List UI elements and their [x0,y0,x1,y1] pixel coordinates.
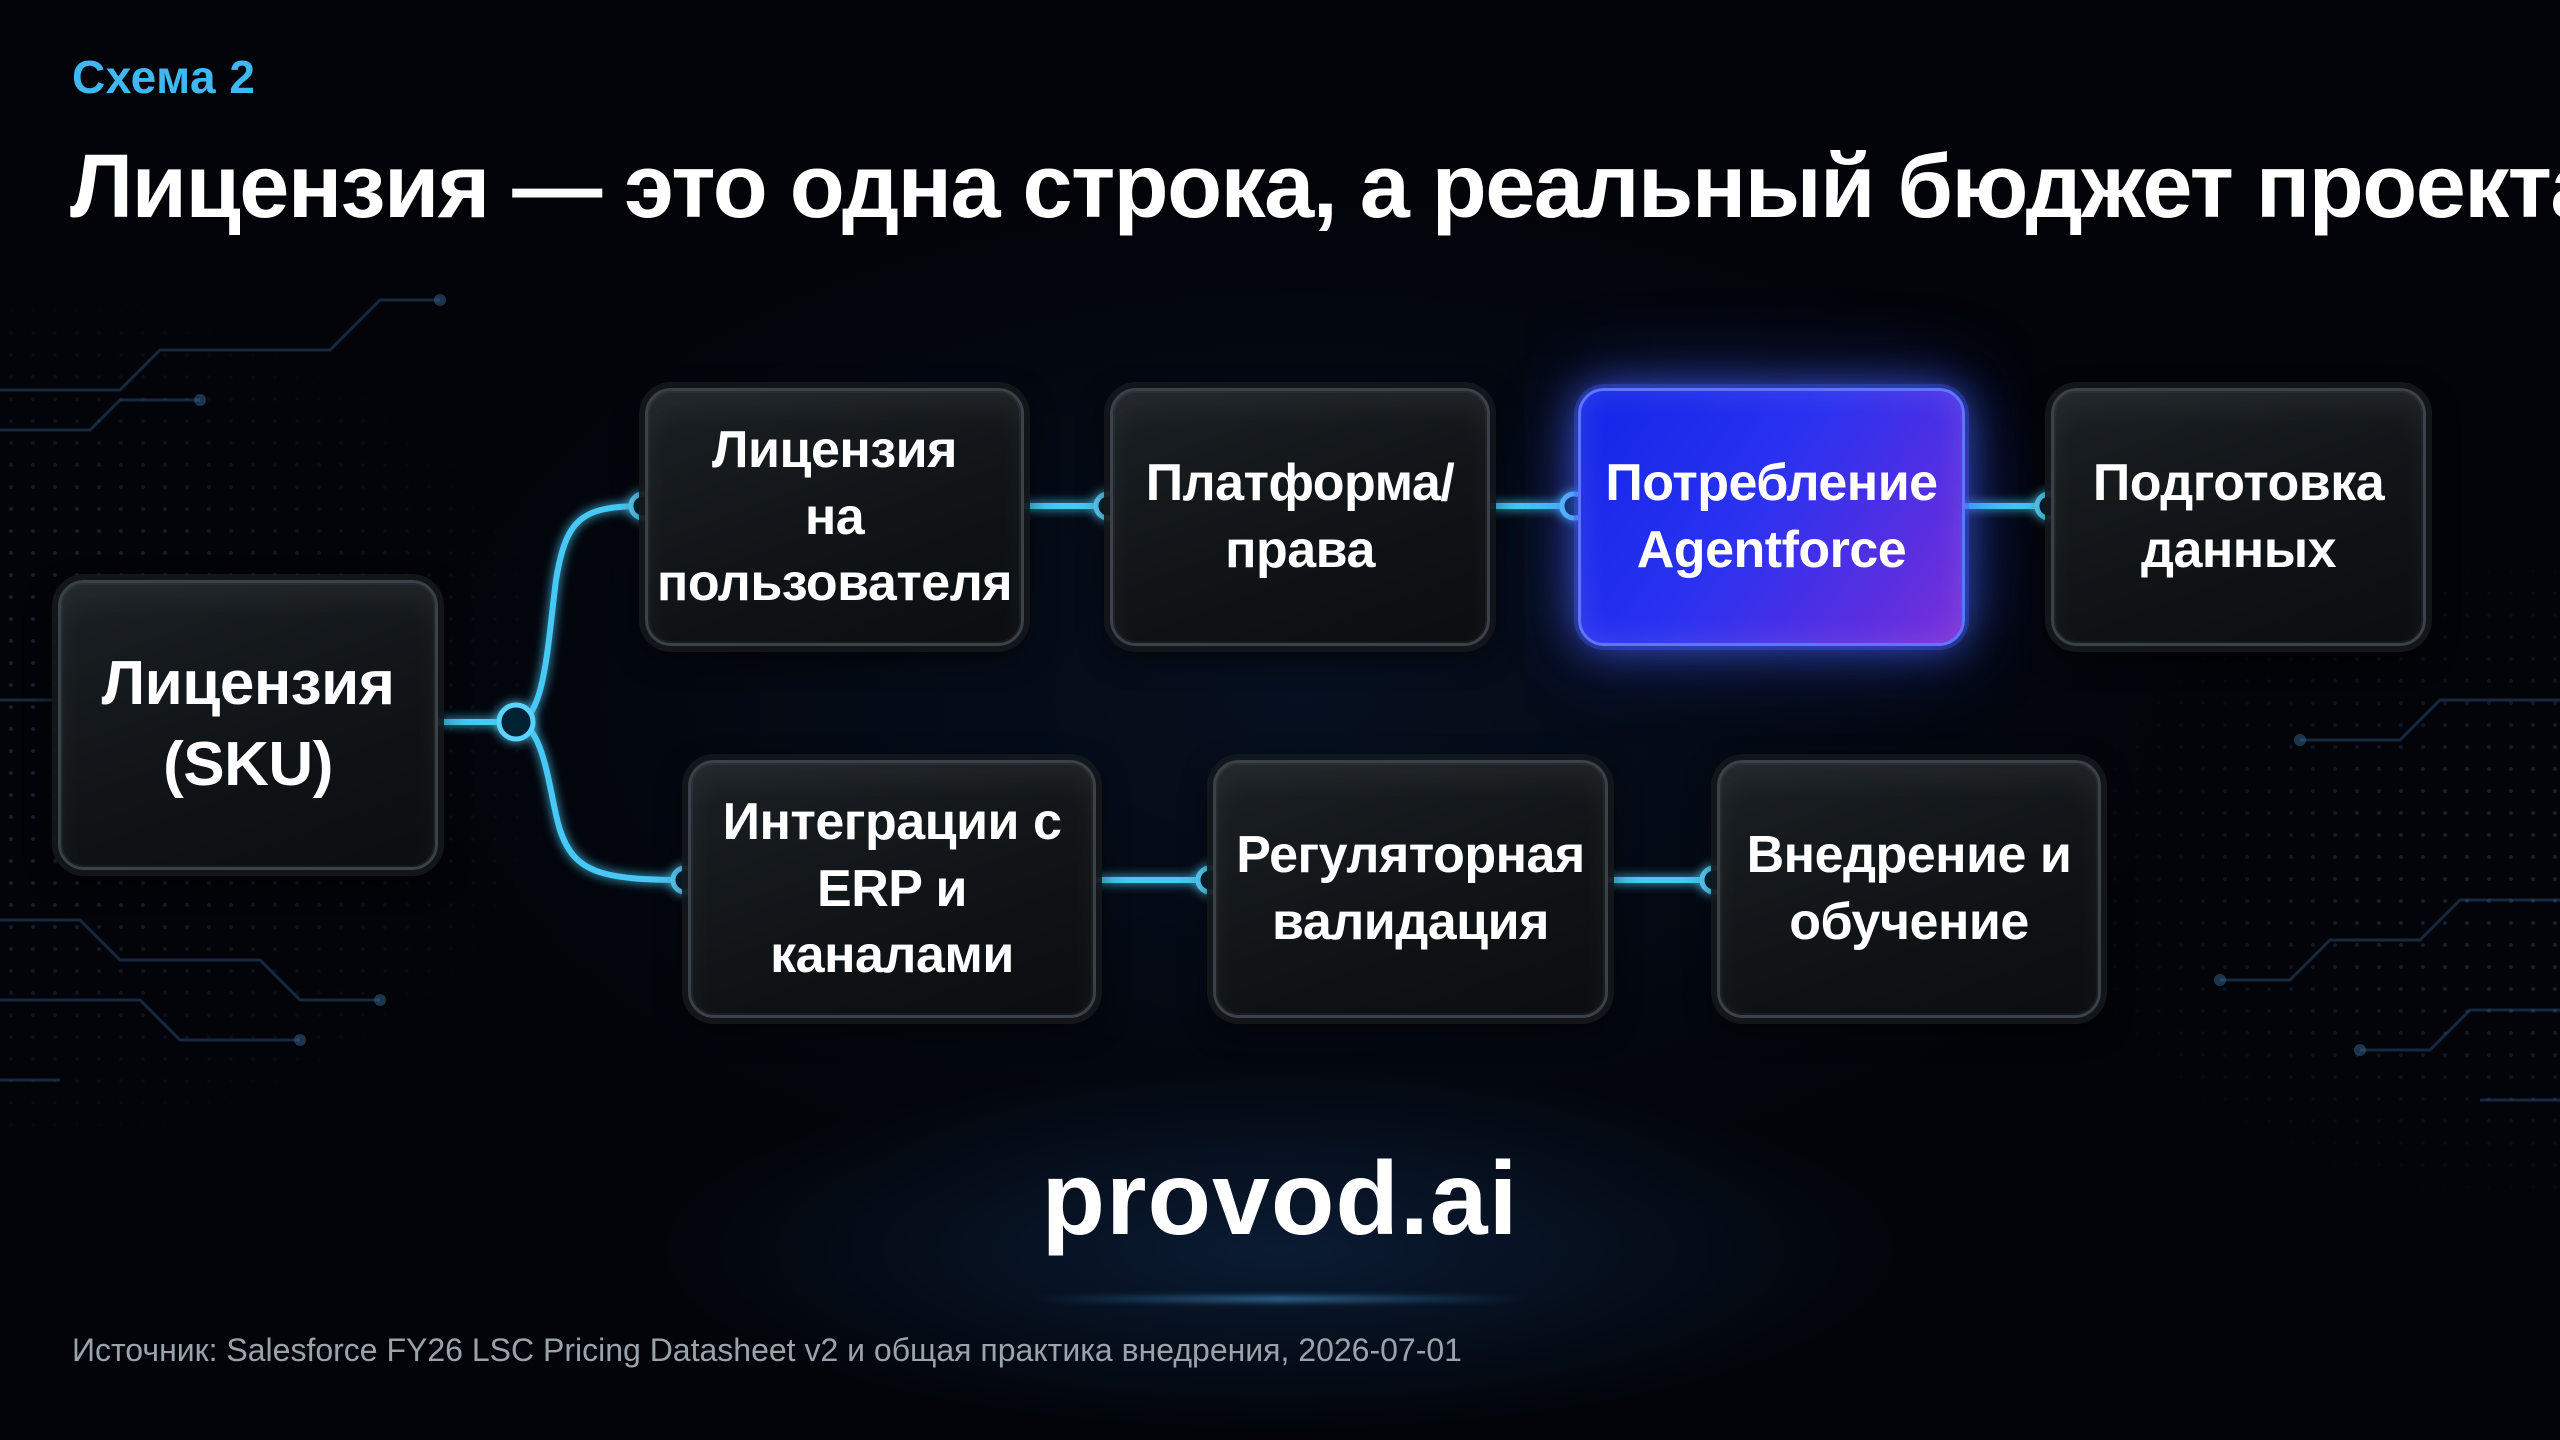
node-erp-integrations: Интеграции с ERP и каналами [688,760,1096,1018]
node-user-license: Лицензия на пользователя [645,388,1024,646]
node-platform-rights: Платформа/ права [1110,388,1490,646]
node-label: Потребление Agentforce [1605,454,1938,579]
node-label: Регуляторная валидация [1236,826,1585,951]
source-note: Источник: Salesforce FY26 LSC Pricing Da… [72,1332,1462,1368]
node-label: Внедрение и обучение [1746,826,2072,951]
node-label: Лицензия на пользователя [656,421,1013,613]
connector-hub-to-top-row [513,503,646,725]
node-label: Платформа/ права [1145,454,1455,579]
node-rollout-training: Внедрение и обучение [1717,760,2101,1018]
brand-logo-text: provod.ai [1041,1141,1519,1257]
junction-hub-dot [496,702,536,742]
node-label: Интеграции с ERP и каналами [722,793,1062,985]
connector-hub-to-bottom-row [513,719,688,883]
brand-underline-glow [1030,1296,1530,1302]
node-agentforce-consumption: Потребление Agentforce [1578,388,1965,646]
node-label: Подготовка данных [2092,454,2385,579]
page-title: Лицензия — это одна строка, а реальный б… [70,137,2560,237]
node-data-preparation: Подготовка данных [2051,388,2426,646]
node-label: Лицензия (SKU) [101,649,395,799]
node-regulatory-validation: Регуляторная валидация [1213,760,1608,1018]
node-license-sku: Лицензия (SKU) [58,580,438,870]
diagram-number-label: Схема 2 [72,51,256,103]
